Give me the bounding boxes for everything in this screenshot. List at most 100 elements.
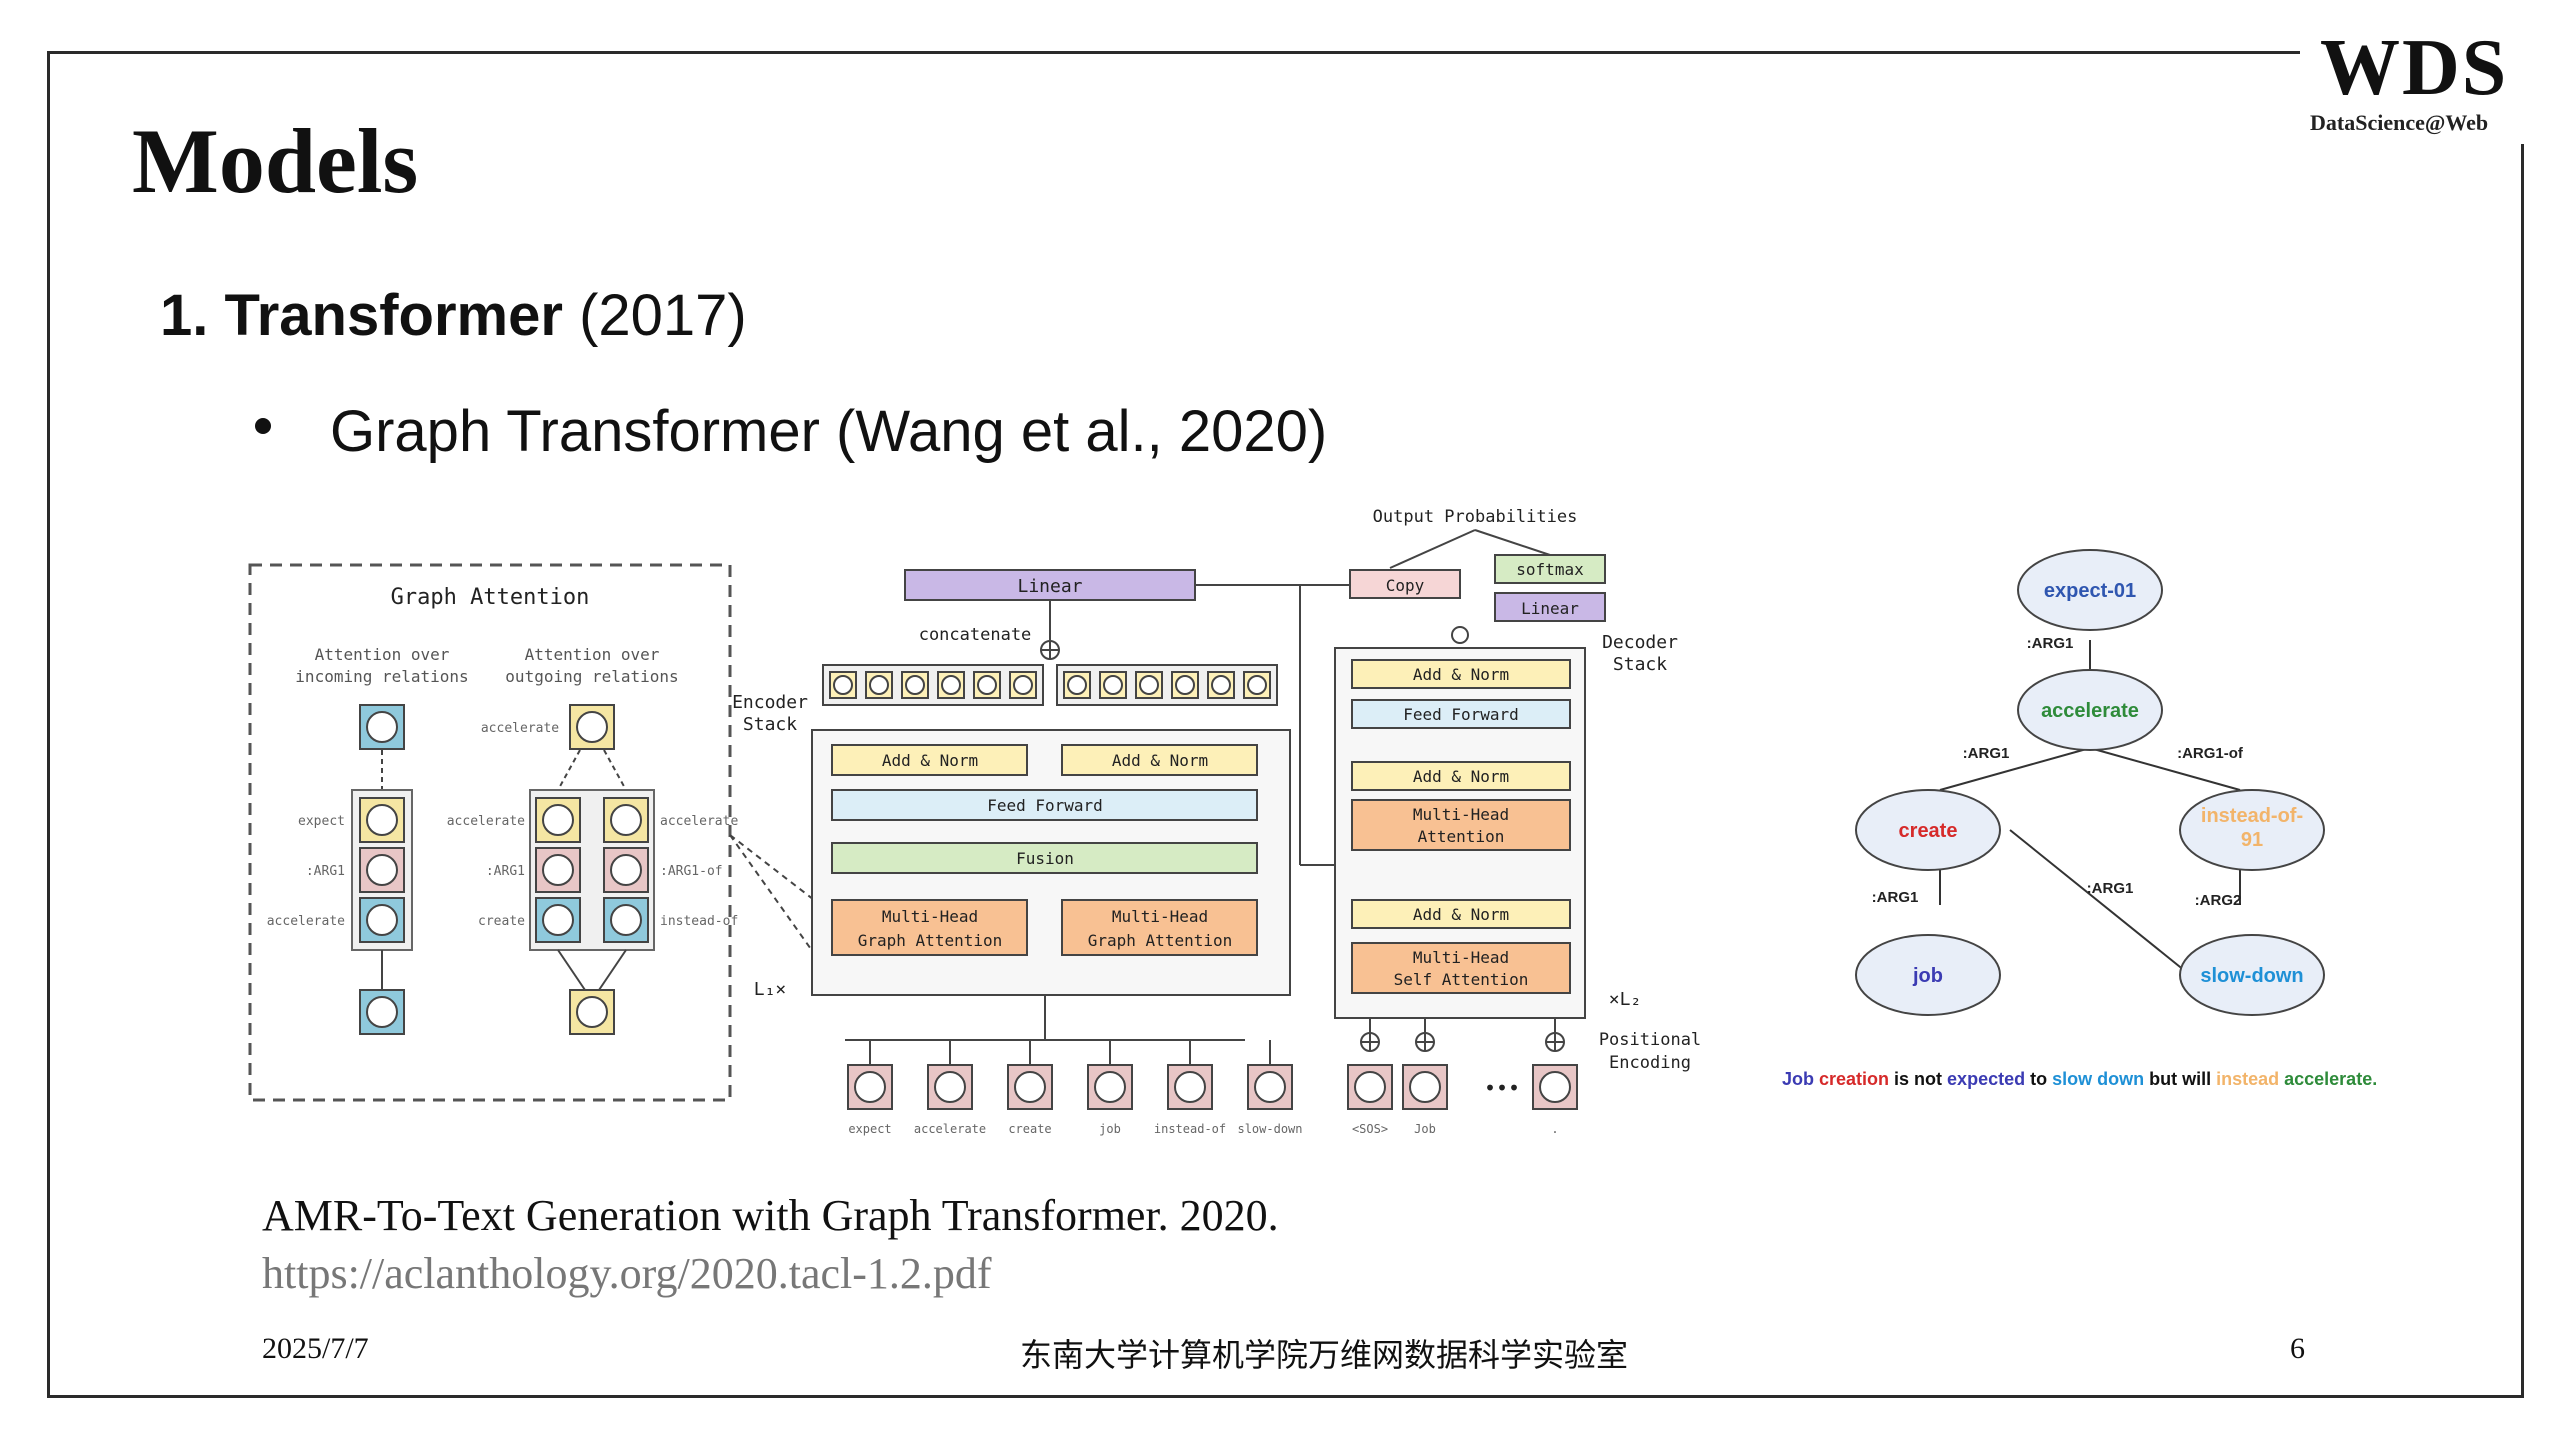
decoder-add-norm-3-label: Add & Norm [1413, 905, 1509, 924]
encoder-output-cell-circle [1211, 675, 1231, 695]
decoder-input-node-circle [1539, 1071, 1571, 1103]
encoder-output-left [822, 664, 1044, 706]
encoder-output-cell-circle [869, 675, 889, 695]
decoder-feed-forward-label: Feed Forward [1403, 705, 1519, 724]
decoder-stack-label-2: Stack [1613, 654, 1667, 675]
encoder-input-label: expect [848, 1122, 891, 1136]
output-probabilities-label: Output Probabilities [1373, 507, 1578, 527]
amr-edge-2: :ARG1 [1963, 745, 2010, 762]
decoder-softmax [1494, 554, 1606, 584]
encoder-input-node-circle [1254, 1071, 1286, 1103]
encoder-stack-label-1: Encoder [732, 692, 808, 713]
encoder-input-node-circle [934, 1071, 966, 1103]
encoder-add-norm-right [1061, 744, 1258, 776]
outgoing-top-label: accelerate [481, 721, 559, 736]
decoder-mha [1351, 799, 1571, 851]
encoder-input-label: instead-of [1154, 1122, 1226, 1136]
footer-page-number: 6 [2290, 1332, 2305, 1365]
encoder-input-node-circle [854, 1071, 886, 1103]
amr-edge-4: :ARG1 [1872, 889, 1919, 906]
encoder-input-node-circle [1014, 1071, 1046, 1103]
decoder-repeat: ×L₂ [1609, 989, 1642, 1010]
encoder-mhga-right [1061, 899, 1258, 956]
encoder-output-cell-circle [1175, 675, 1195, 695]
amr-sentence-segment: to [2030, 1069, 2052, 1089]
mid-row-label-2: :ARG1 [486, 864, 525, 879]
amr-node-slow-down-label: slow-down [2200, 965, 2303, 987]
encoder-output-cell-circle [1139, 675, 1159, 695]
encoder-input-label: accelerate [914, 1122, 986, 1136]
section-number: 1. [160, 283, 209, 348]
encoder-output-cell-circle [833, 675, 853, 695]
logo-mark: WDS [2320, 24, 2509, 112]
encoder-add-norm-right-label: Add & Norm [1112, 751, 1208, 770]
mid-row-label-1: accelerate [447, 814, 525, 829]
decoder-linear-label: Linear [1521, 599, 1579, 618]
decoder-copy [1349, 569, 1461, 599]
mid-row-label-3: create [478, 914, 525, 929]
encoder-input-node-circle [1174, 1071, 1206, 1103]
section-heading: 1. Transformer (2017) [160, 282, 747, 349]
decoder-feed-forward [1351, 699, 1571, 729]
encoder-mhga-left-line1: Multi-Head [882, 907, 978, 926]
decoder-input-label: . [1551, 1122, 1558, 1136]
encoder-output-right [1056, 664, 1278, 706]
encoder-mhga-left [831, 899, 1028, 956]
amr-graph-figure: expect-01 accelerate create instead-of- … [1782, 549, 2377, 1089]
decoder-copy-label: Copy [1386, 576, 1425, 595]
bullet-dot [255, 418, 271, 434]
encoder-output-cell-circle [1067, 675, 1087, 695]
footer-lab-name: 东南大学计算机学院万维网数据科学实验室 [1020, 1336, 1629, 1374]
amr-sentence-segment: Job [1782, 1069, 1819, 1089]
reference-link[interactable]: https://aclanthology.org/2020.tacl-1.2.p… [262, 1249, 992, 1298]
left-row-label-3: accelerate [267, 914, 345, 929]
amr-node-slow-down [2179, 934, 2325, 1016]
encoder-input-node-circle [1094, 1071, 1126, 1103]
decoder-input-node-circle [1409, 1071, 1441, 1103]
encoder-feed-forward-label: Feed Forward [987, 796, 1103, 815]
encoder-output-cells [829, 671, 1271, 699]
decoder-gate [1451, 626, 1469, 644]
slide-frame-top-line [47, 51, 2302, 54]
decoder-add-norm-3 [1351, 899, 1571, 929]
encoder-output-cell-circle [1013, 675, 1033, 695]
decoder-mha-line2: Attention [1418, 827, 1505, 846]
decoder-add-norm-2 [1351, 761, 1571, 791]
amr-sentence-segment: is not [1894, 1069, 1947, 1089]
amr-edge-6: :ARG2 [2195, 892, 2242, 909]
outgoing-label-1: Attention over [525, 645, 660, 664]
concatenate-label: concatenate [919, 625, 1032, 645]
decoder-msa-line2: Self Attention [1394, 970, 1529, 989]
amr-edge-3: :ARG1-of [2177, 745, 2244, 762]
incoming-label-1: Attention over [315, 645, 450, 664]
wds-logo: WDS DataScience@Web [2300, 24, 2540, 144]
graph-attention-panel [248, 563, 732, 1102]
amr-sentence-segment: creation [1819, 1069, 1894, 1089]
amr-node-accelerate-label: accelerate [2041, 700, 2139, 722]
decoder-msa [1351, 942, 1571, 994]
slide-frame [47, 51, 2524, 1398]
decoder-input-label: <SOS> [1352, 1122, 1388, 1136]
amr-node-instead-label-1: instead-of- [2201, 805, 2303, 827]
footer-date: 2025/7/7 [262, 1332, 369, 1365]
encoder-input-label: job [1099, 1122, 1121, 1136]
amr-node-job [1855, 934, 2001, 1016]
right-row-label-2: :ARG1-of [660, 864, 723, 879]
amr-sentence-segment: instead [2216, 1069, 2284, 1089]
incoming-label-2: incoming relations [295, 667, 468, 686]
encoder-linear [904, 569, 1196, 601]
decoder-add-norm-1-label: Add & Norm [1413, 665, 1509, 684]
section-name: Transformer [224, 283, 563, 348]
decoder-softmax-label: softmax [1516, 560, 1584, 579]
decoder-msa-line1: Multi-Head [1413, 948, 1509, 967]
encoder-repeat: L₁× [754, 979, 787, 1000]
slide-title: Models [132, 110, 419, 212]
graph-transformer-figure: Graph Attention Attention over incoming … [248, 507, 1701, 1136]
amr-sentence-segment: slow down [2052, 1069, 2149, 1089]
amr-edge-5: :ARG1 [2087, 880, 2134, 897]
encoder-add-norm-left [831, 744, 1028, 776]
amr-sentence-segment: expected [1947, 1069, 2030, 1089]
decoder-add-norm-2-label: Add & Norm [1413, 767, 1509, 786]
decoder-input-nodes: <SOS>Job. [1347, 1018, 1578, 1136]
